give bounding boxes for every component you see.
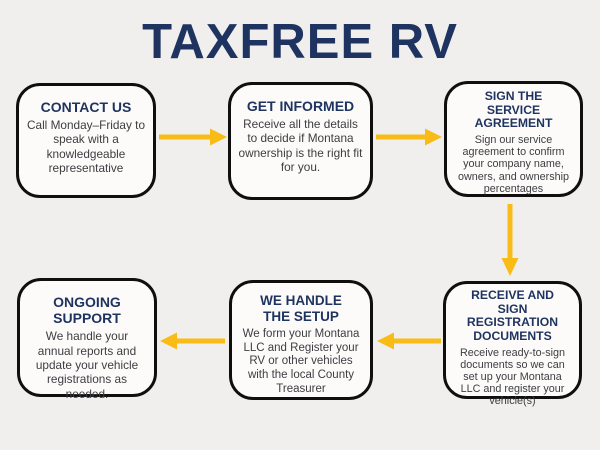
step-box-get-informed: GET INFORMED Receive all the details to …	[228, 82, 373, 200]
step-box-sign-the-service-agreement: SIGN THE SERVICE AGREEMENT Sign our serv…	[444, 81, 583, 197]
step-body-ongoing-support: We handle your annual reports and update…	[35, 329, 139, 401]
step-body-we-handle-the-setup: We form your Montana LLC and Register yo…	[242, 327, 360, 396]
step-box-we-handle-the-setup: WE HANDLE THE SETUP We form your Montana…	[229, 280, 373, 400]
step-box-ongoing-support: ONGOING SUPPORT We handle your annual re…	[17, 278, 157, 401]
step-box-receive-and-sign-registration-documents: RECEIVE AND SIGN REGISTRATION DOCUMENTS …	[443, 281, 582, 407]
step-heading-get-informed: GET INFORMED	[246, 98, 355, 114]
step-heading-ongoing-support: ONGOING SUPPORT	[53, 294, 121, 327]
step-body-get-informed: Receive all the details to decide if Mon…	[238, 117, 363, 175]
arrow-left-documents-to-setup-icon	[377, 332, 441, 350]
step-heading-we-handle-the-setup: WE HANDLE THE SETUP	[260, 293, 342, 324]
step-body-sign-the-service-agreement: Sign our service agreement to confirm yo…	[457, 133, 570, 195]
step-body-receive-and-sign-registration-documents: Receive ready-to-sign documents so we ca…	[459, 346, 566, 408]
step-body-contact-us: Call Monday–Friday to speak with a knowl…	[26, 118, 146, 176]
arrow-right-contact-to-informed-icon	[159, 128, 227, 146]
page-title: TAXFREE RV	[142, 15, 458, 69]
arrow-right-informed-to-agreement-icon	[376, 128, 442, 146]
step-heading-contact-us: CONTACT US	[40, 99, 132, 115]
step-box-contact-us: CONTACT US Call Monday–Friday to speak w…	[16, 83, 156, 198]
step-heading-sign-the-service-agreement: SIGN THE SERVICE AGREEMENT	[474, 89, 553, 131]
arrow-left-setup-to-support-icon	[160, 332, 225, 350]
arrow-down-agreement-to-documents-icon	[501, 204, 519, 276]
step-heading-receive-and-sign-registration-documents: RECEIVE AND SIGN REGISTRATION DOCUMENTS	[466, 288, 559, 343]
